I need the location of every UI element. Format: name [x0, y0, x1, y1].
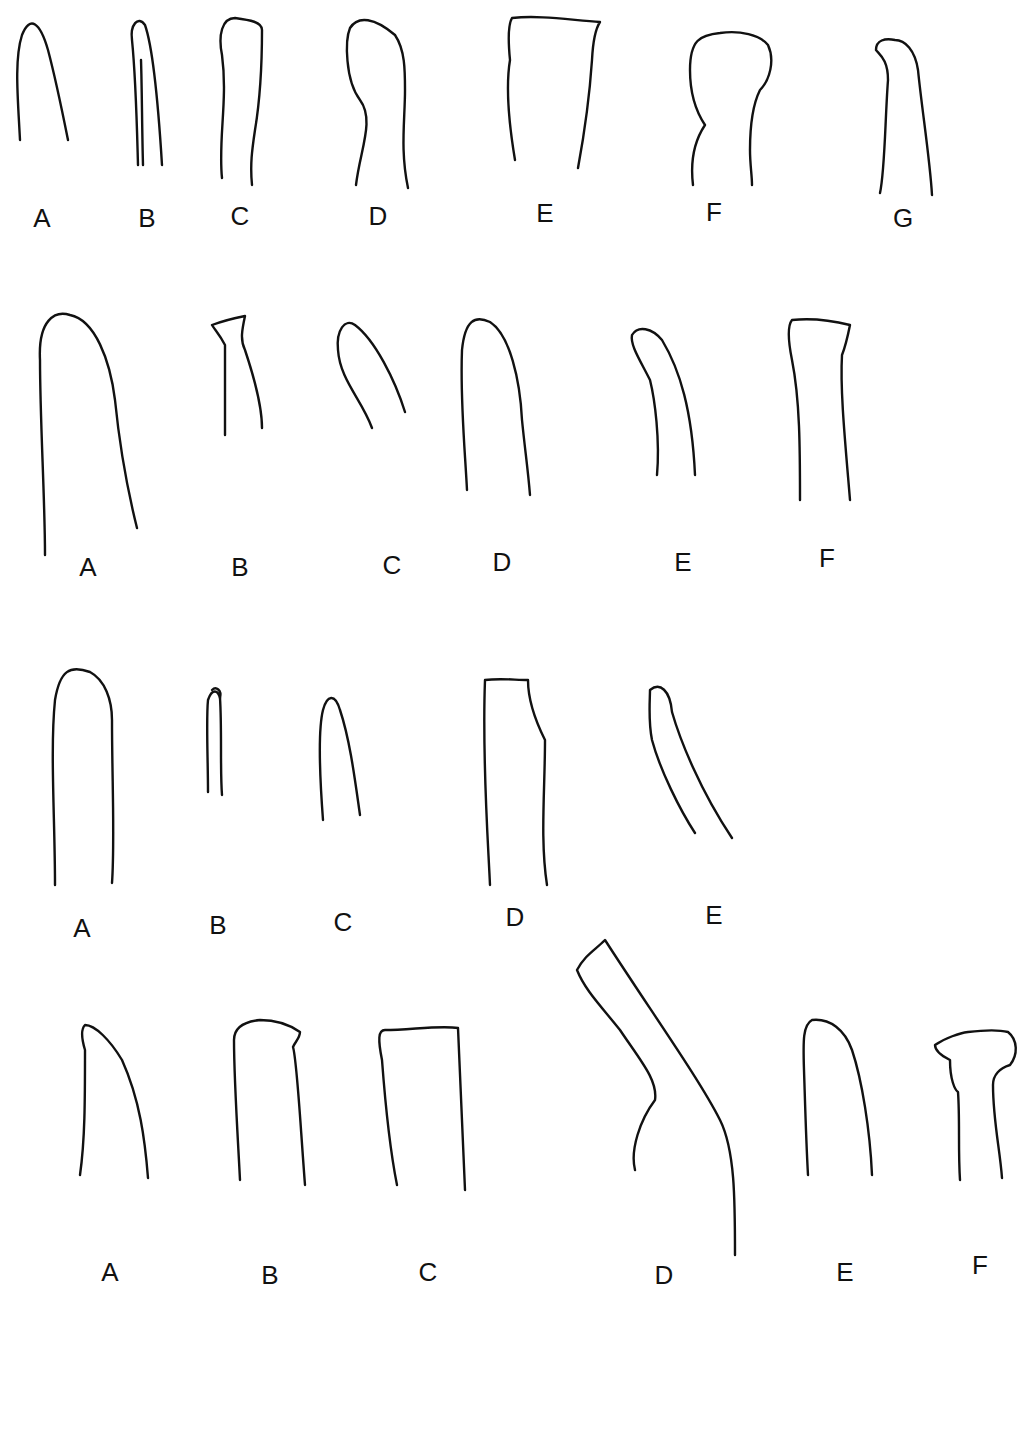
- profile-outline: [379, 1027, 465, 1190]
- profile-outline: [484, 679, 547, 885]
- profile-outline: [690, 32, 771, 185]
- profile-outline: [221, 18, 262, 185]
- figure-letter: B: [231, 554, 248, 580]
- profile-outline: [508, 17, 600, 168]
- profile-outline: [53, 669, 114, 885]
- profile-outline: [462, 319, 530, 495]
- figure-letter: D: [506, 904, 525, 930]
- figure-letter: F: [706, 199, 722, 225]
- figure-letter: C: [383, 552, 402, 578]
- profile-outline: [234, 1020, 305, 1185]
- profile-outline: [650, 687, 733, 838]
- profile-outline: [40, 314, 137, 555]
- figure-letter: A: [101, 1259, 118, 1285]
- figure-letter: B: [138, 205, 155, 231]
- profile-outline: [80, 1025, 148, 1178]
- profile-outline: [17, 24, 68, 140]
- figure-letter: D: [493, 549, 512, 575]
- figure-letter: A: [73, 915, 90, 941]
- profile-outline: [207, 692, 222, 796]
- profile-outline: [347, 20, 408, 188]
- profile-outline: [212, 688, 220, 698]
- figure-letter: B: [261, 1262, 278, 1288]
- figure-letter: C: [334, 909, 353, 935]
- figure-letter: D: [655, 1262, 674, 1288]
- profile-outline: [935, 1031, 1016, 1181]
- figure-letter: A: [79, 554, 96, 580]
- figure-letter: E: [705, 902, 722, 928]
- profile-outline: [132, 21, 162, 165]
- figure-letter: E: [836, 1259, 853, 1285]
- profile-outline: [320, 698, 360, 820]
- profile-outline: [876, 39, 932, 195]
- figure-letter: F: [819, 545, 835, 571]
- profile-outline: [212, 316, 262, 435]
- profile-outline: [577, 940, 735, 1255]
- figure-letter: C: [231, 203, 250, 229]
- profile-outline: [804, 1020, 872, 1175]
- figure-letter: E: [536, 200, 553, 226]
- figure-letter: F: [972, 1252, 988, 1278]
- profile-outline: [789, 319, 850, 500]
- profile-outline: [141, 60, 143, 165]
- profile-outline: [338, 323, 405, 428]
- figure-letter: B: [209, 912, 226, 938]
- figure-letter: A: [33, 205, 50, 231]
- figure-letter: D: [369, 203, 388, 229]
- figure-letter: C: [419, 1259, 438, 1285]
- figure-letter: E: [674, 549, 691, 575]
- figure-letter: G: [893, 205, 913, 231]
- profile-outline: [632, 329, 695, 475]
